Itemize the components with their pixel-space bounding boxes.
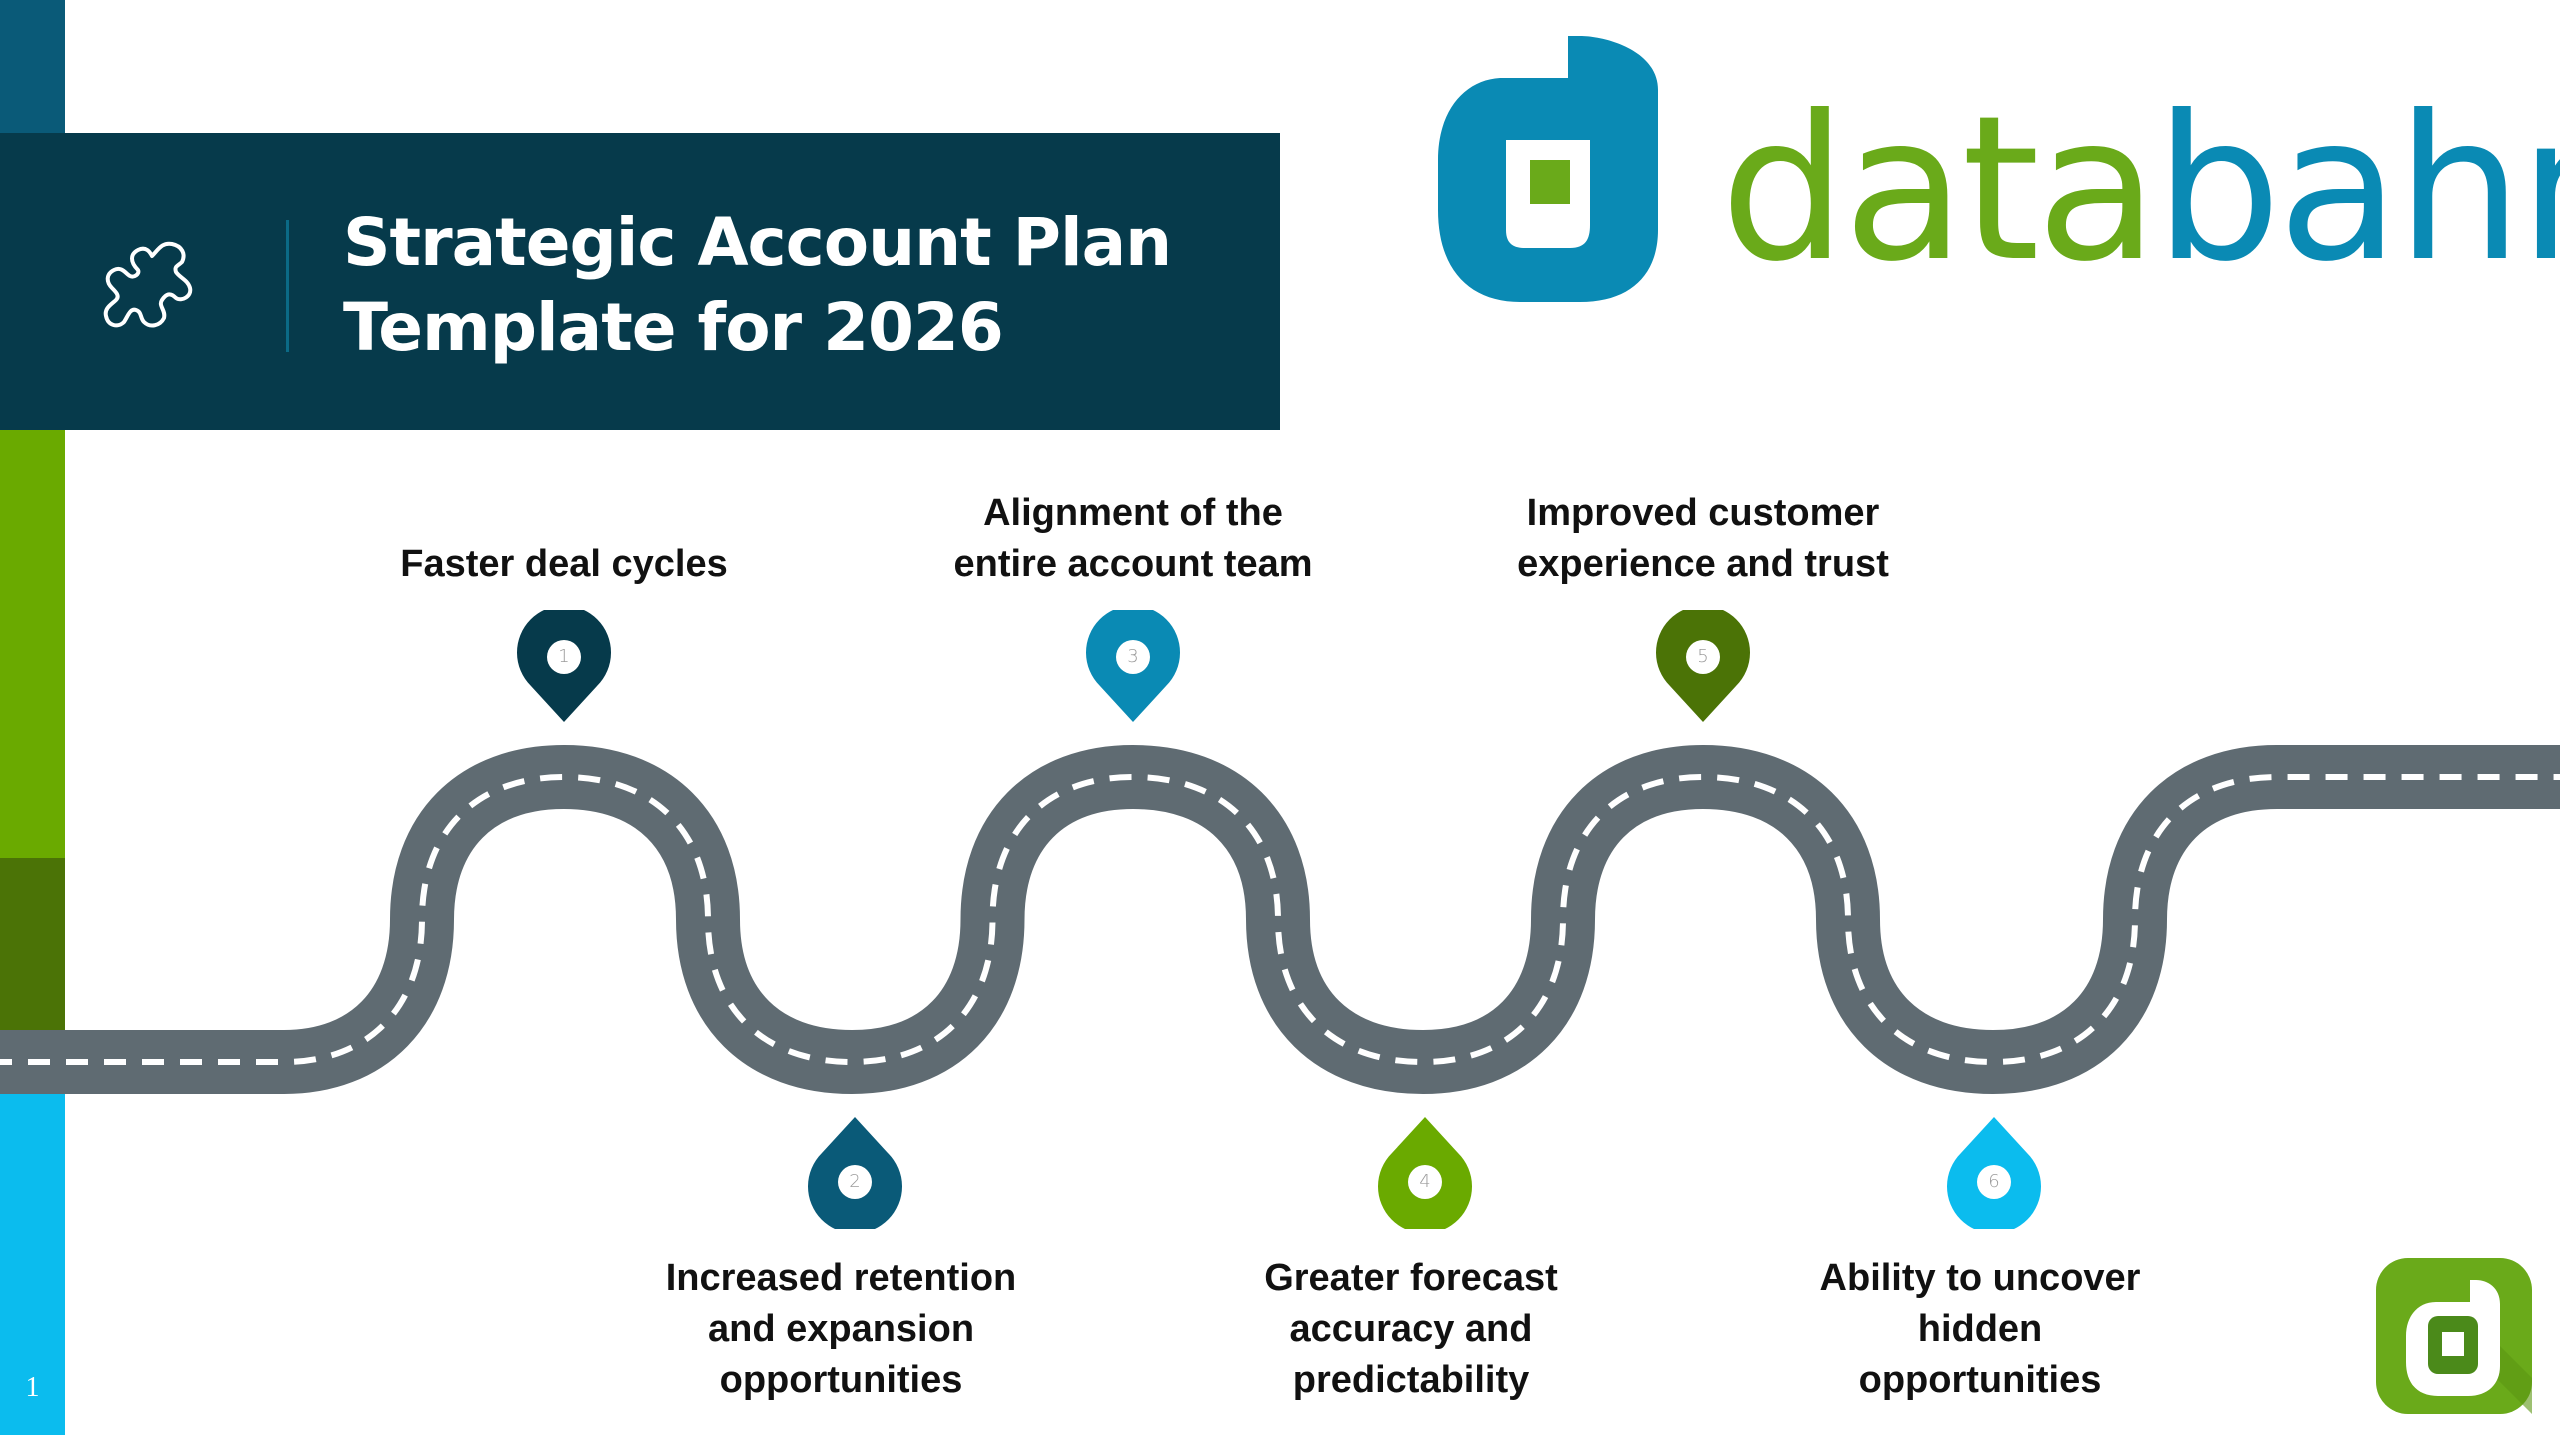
logo-word-data: data [1720,73,2158,306]
title-banner [0,133,1280,430]
milestone-label-4: Greater forecast accuracy and predictabili… [1264,1253,1558,1406]
milestone-label-line: Improved customer [1526,492,1880,534]
milestone-pin-2: 2 [808,1117,902,1234]
milestone-label-line: Increased retention [665,1257,1017,1299]
milestone-label-line: Ability to uncover [1819,1257,2141,1299]
milestone-label-3: Alignment of the entire account team [954,488,1313,590]
road-surface [0,744,2560,1095]
puzzle-piece-icon [103,241,193,328]
milestone-pin-3: 3 [1086,605,1180,722]
milestone-number: 6 [1977,1165,2011,1199]
milestone-pin-1: 1 [517,605,611,722]
milestone-label-line: experience and trust [1517,543,1889,585]
databahn-logo-mark [1438,36,1658,302]
milestone-label-line: entire account team [953,543,1313,585]
page-title-line2: Template for 2026 [343,289,1004,366]
milestone-label-line: opportunities [1858,1359,2102,1401]
milestone-label-line: opportunities [719,1359,963,1401]
milestone-pin-5: 5 [1656,605,1750,722]
milestone-label-1: Faster deal cycles [400,539,727,590]
milestone-pin-4: 4 [1378,1117,1472,1234]
milestone-number: 3 [1116,640,1150,674]
milestone-label-line: Alignment of the [983,492,1283,534]
slide-number: 1 [25,1372,40,1403]
milestone-number: 4 [1408,1165,1442,1199]
milestone-number: 2 [838,1165,872,1199]
logo-word-bahn: bahn [2154,73,2560,306]
milestone-label-line: and expansion [707,1308,975,1350]
road-lane-marking [0,773,2560,1066]
milestone-label-line: hidden [1917,1308,2043,1350]
milestone-label-line: predictability [1292,1359,1530,1401]
milestone-label-6: Ability to uncover hidden opportunities [1820,1253,2141,1406]
milestone-pin-6: 6 [1947,1117,2041,1234]
title-divider [286,220,289,352]
sidebar-segment-cyan [0,1030,65,1435]
sidebar-segment-teal [0,0,65,133]
page-title: Strategic Account Plan Template for 2026 [343,200,1172,370]
databahn-logo-wordmark: databahn [1720,90,2560,290]
milestone-number: 1 [547,640,581,674]
milestone-label-line: Greater forecast [1264,1257,1558,1299]
sidebar-segment-green [0,430,65,858]
databahn-app-icon [2376,1258,2532,1414]
milestone-number: 5 [1686,640,1720,674]
milestone-label-2: Increased retention and expansion opportun… [666,1253,1017,1406]
sidebar-segment-dark-green [0,858,65,1030]
milestone-label-line: Faster deal cycles [400,543,728,585]
milestone-label-5: Improved customer experience and trust [1517,488,1889,590]
milestone-label-line: accuracy and [1289,1308,1533,1350]
page-title-line1: Strategic Account Plan [343,204,1172,281]
